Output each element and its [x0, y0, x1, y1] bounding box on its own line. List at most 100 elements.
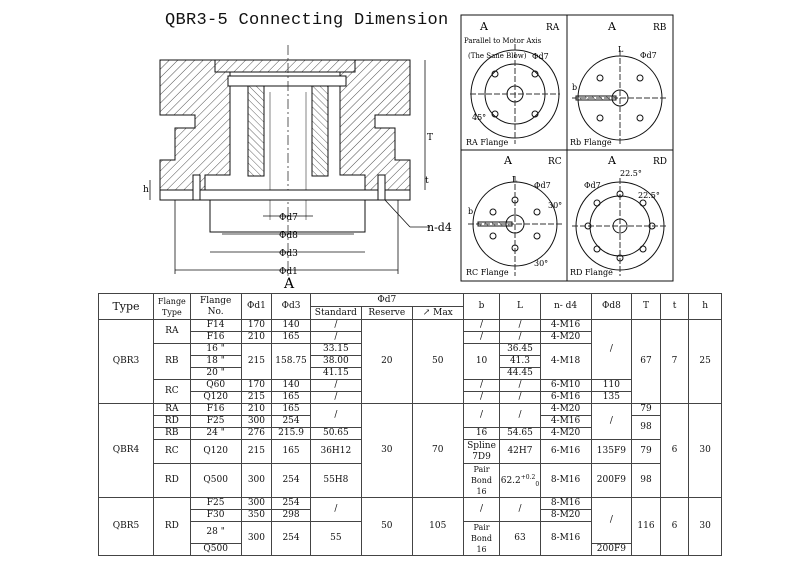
header-row-1: Type Flange Type Flange No. Φd1 Φd3 Φd7 … [97, 293, 722, 320]
cell: 298 [271, 509, 311, 522]
cell: 50 [360, 497, 413, 556]
hdr-t: t [659, 293, 690, 320]
type-cell: QBR4 [97, 403, 155, 498]
cell: 50.65 [309, 427, 362, 440]
cell: 300 [240, 463, 273, 498]
cell: 98 [631, 463, 661, 498]
cell: 140 [271, 379, 311, 392]
cell: 7 [659, 319, 690, 404]
rd-angle1: 22.5° [620, 169, 642, 178]
cell: 276 [240, 427, 273, 440]
table-row: QBR3 RA F14 170 140 / 20 50 / / 4-M16 / … [97, 319, 722, 404]
cell: Q500 [189, 463, 242, 498]
cell: 30 [688, 403, 722, 498]
rc-angle2: 30° [534, 259, 548, 268]
ra-caption: RA Flange [466, 138, 508, 147]
cell: 30 [688, 497, 722, 556]
cell: / [462, 319, 501, 332]
cell: 116 [631, 497, 661, 556]
cell: / [462, 497, 501, 522]
ra-corner: A [479, 20, 489, 33]
ra-angle: 45° [472, 113, 486, 122]
cell: 41.15 [309, 367, 362, 380]
cell: / [499, 379, 541, 392]
cell: 16 [462, 427, 501, 440]
cell-line: 7D9 [472, 451, 491, 462]
cell: / [499, 331, 541, 344]
label-d8: Φd8 [279, 231, 298, 241]
rb-flange-view: A RB L Φd7 b Rb Flange [570, 20, 668, 147]
cell: 6-M16 [539, 391, 592, 404]
cell: 6 [659, 403, 690, 498]
view-arrow-label: A [283, 276, 295, 290]
hdr-reserve: Reserve [360, 306, 413, 320]
hdr-d3: Φd3 [271, 293, 311, 320]
table-row: RB 16 " 215 158.75 33.15 10 36.45 4-M18 [99, 343, 722, 380]
cell: 215.9 [271, 427, 311, 440]
cell: 63 [499, 521, 541, 556]
rc-b: b [468, 207, 473, 216]
cell: 33.15 [309, 343, 362, 356]
cell-line: Pair Bond [471, 523, 493, 543]
cell-tol-upper: +0.2 [520, 473, 536, 481]
table-row: F16 210 165 / / / 4-M20 [99, 331, 722, 344]
cell: 55H8 [309, 463, 362, 498]
cell: F25 [189, 497, 242, 510]
ra-note1: Parallel to Motor Axis [464, 37, 542, 45]
cell: 36.45 [499, 343, 541, 356]
hdr-b: b [462, 293, 501, 320]
cell: / [309, 497, 362, 522]
cell: Q500 [189, 543, 242, 556]
cell: 20 " [189, 367, 242, 380]
cell: 110 [590, 379, 633, 392]
flange-type-cell: RB [153, 427, 191, 440]
cell: 135 [590, 391, 633, 404]
cell: 30 [360, 403, 413, 498]
hdr-standard: Standard [309, 306, 362, 320]
cell: 28 " [189, 521, 242, 544]
flange-type-cell: RA [153, 403, 191, 416]
cell: 350 [240, 509, 273, 522]
cell: / [309, 391, 362, 404]
hdr-flange-no: Flange No. [189, 293, 242, 320]
cell: F16 [189, 331, 242, 344]
table-row: Q120 215 165 / / / 6-M16 135 [99, 391, 722, 404]
page-title: QBR3-5 Connecting Dimension [165, 11, 449, 30]
cell: 10 [462, 343, 501, 380]
cell: 67 [631, 319, 661, 404]
flange-type-cell: RB [153, 343, 191, 380]
hdr-flange-type: Flange Type [153, 293, 191, 320]
rc-caption: RC Flange [466, 268, 509, 277]
cell: 20 [360, 319, 413, 404]
cell: / [462, 379, 501, 392]
cell: 6-M10 [539, 379, 592, 392]
cell: / [309, 379, 362, 392]
cell: 140 [271, 319, 311, 332]
cell: 8-M16 [539, 521, 592, 556]
cell: Q120 [189, 391, 242, 404]
housing-left [159, 59, 231, 191]
label-h: h [143, 185, 149, 195]
section-view-drawing: Φd7 Φd8 Φd3 Φd1 n-d4 h T t A [143, 45, 452, 290]
shaft-sleeve-left [247, 85, 265, 177]
rc-d7: Φd7 [534, 181, 551, 190]
cell: / [309, 319, 362, 332]
rd-code: RD [653, 157, 667, 167]
cell-line: Spline [467, 440, 496, 451]
cell: 18 " [189, 355, 242, 368]
rd-corner: A [607, 154, 617, 167]
flange-type-cell: RA [153, 319, 191, 344]
rd-angle2: 22.5° [638, 191, 660, 200]
cell: 50 [411, 319, 464, 404]
label-t: t [425, 176, 429, 186]
flange-type-cell: RD [153, 415, 191, 428]
flange-type-cell: RD [153, 463, 191, 498]
cell-value: 62.2 [500, 475, 521, 486]
cell: 4-M20 [539, 403, 592, 416]
cell: 41.3 [499, 355, 541, 368]
cell: 4-M18 [539, 343, 592, 380]
rd-caption: RD Flange [570, 268, 613, 277]
